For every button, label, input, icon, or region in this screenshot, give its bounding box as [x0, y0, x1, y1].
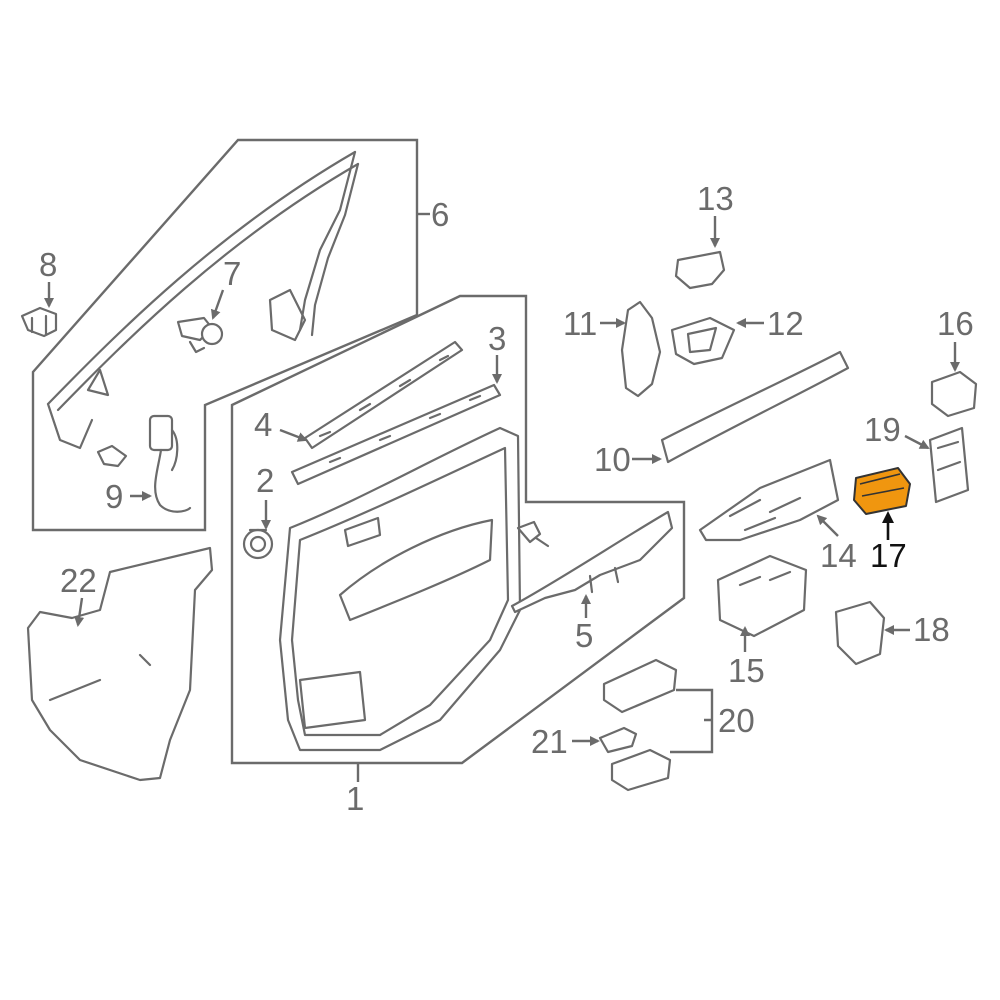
leader-7 [210, 289, 225, 320]
callout-1: 1 [346, 780, 364, 817]
callout-10: 10 [594, 441, 631, 478]
callout-2: 2 [256, 462, 274, 499]
part-switch-17-highlighted [853, 467, 911, 515]
callout-20: 20 [718, 702, 755, 739]
part-door-panel [278, 426, 522, 752]
callout-7: 7 [223, 255, 241, 292]
leader-22 [74, 597, 85, 627]
leader-4 [279, 428, 308, 442]
callout-19: 19 [864, 411, 901, 448]
part-window-channel [46, 150, 360, 450]
part-knob-21 [598, 726, 638, 754]
callout-21: 21 [531, 723, 568, 760]
part-bracket-18 [834, 600, 886, 666]
callout-3: 3 [488, 320, 506, 357]
callout-9: 9 [105, 478, 123, 515]
callout-12: 12 [767, 305, 804, 342]
callout-6: 6 [431, 196, 449, 233]
leader-20-bracket [670, 688, 714, 754]
part-switch-20-upper [602, 658, 678, 714]
callout-4: 4 [254, 406, 272, 443]
part-moisture-cover [26, 546, 214, 782]
part-inner-handle-12 [670, 316, 736, 366]
part-pull-handle-10 [660, 350, 850, 464]
callout-14: 14 [820, 537, 857, 574]
callout-11: 11 [563, 305, 597, 342]
callout-16: 16 [937, 305, 974, 342]
callout-13: 13 [697, 180, 734, 217]
part-switch-panel-14 [698, 458, 840, 542]
callout-5: 5 [575, 617, 593, 654]
part-screw-5 [516, 520, 550, 548]
part-cable-9 [96, 414, 192, 513]
door-trim-group-box [230, 294, 686, 765]
callout-18: 18 [913, 611, 950, 648]
part-module-19 [928, 426, 970, 504]
part-moisture-cover-detail [48, 653, 152, 702]
part-bracket-11 [620, 300, 662, 398]
part-switch-20-lower [610, 748, 672, 792]
callout-15: 15 [728, 652, 765, 689]
callout-22: 22 [60, 562, 97, 599]
callout-17[interactable]: 17 [870, 537, 907, 574]
part-switch-16 [930, 370, 978, 418]
window-frame-group-box [31, 138, 419, 532]
part-switch-unit-15 [716, 554, 808, 638]
leader-19 [904, 434, 930, 450]
part-clip-7 [176, 316, 224, 354]
part-armrest-5 [510, 510, 674, 614]
part-cover-13 [674, 250, 726, 290]
leader-14 [816, 514, 839, 537]
part-clip-8 [20, 306, 58, 338]
part-weatherstrip-3 [290, 383, 502, 486]
part-clip-2 [242, 528, 274, 560]
part-weatherstrip-4 [303, 340, 464, 450]
callout-8: 8 [39, 246, 57, 283]
